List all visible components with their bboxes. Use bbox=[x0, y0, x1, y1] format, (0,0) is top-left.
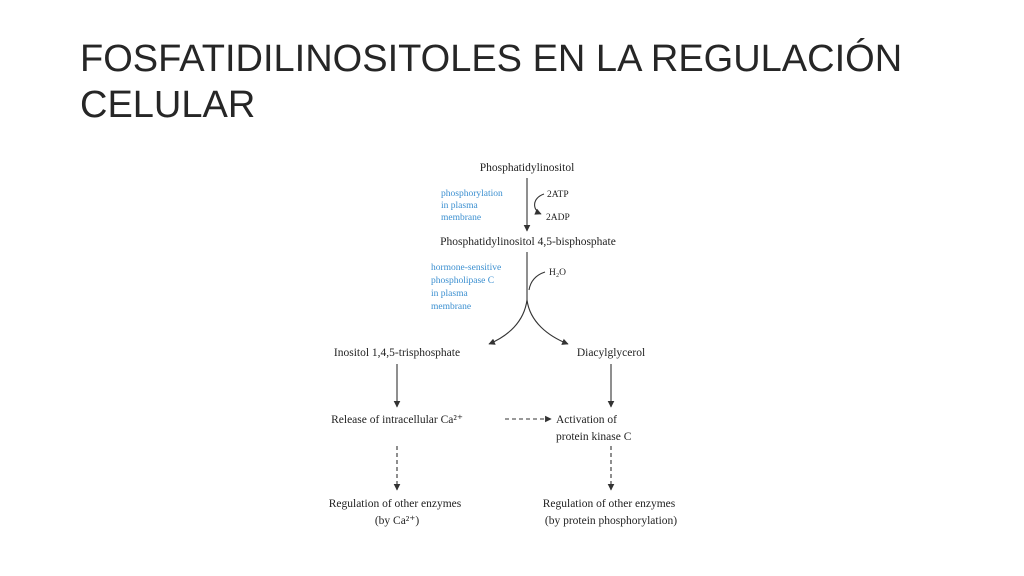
node-inositol-trisphosphate: Inositol 1,4,5-trisphosphate bbox=[334, 347, 460, 359]
node-phosphatidylinositol-bisphosphate: Phosphatidylinositol 4,5-bisphosphate bbox=[440, 236, 616, 248]
arrow-pip2-to-dag bbox=[526, 299, 569, 345]
note-phospholipase-line-2: phospholipase C bbox=[431, 276, 494, 286]
note-phospholipase: hormone-sensitive phospholipase C in pla… bbox=[431, 257, 505, 312]
note-phospholipase-line-3: in plasma bbox=[431, 289, 468, 299]
slide-title: FOSFATIDILINOSITOLES EN LA REGULACIÓN CE… bbox=[80, 36, 980, 128]
node-calcium-release: Release of intracellular Ca²⁺ bbox=[331, 414, 463, 426]
arrow-water-input bbox=[528, 271, 546, 291]
node-regulation-by-calcium: Regulation of other enzymes (by Ca²⁺) bbox=[329, 494, 466, 527]
node-regulation-by-calcium-line-2: (by Ca²⁺) bbox=[375, 515, 419, 527]
node-pkc-activation-line-1: Activation of bbox=[556, 414, 617, 426]
note-phosphorylation: phosphorylation in plasma membrane bbox=[441, 183, 507, 223]
note-phosphorylation-line-2: in plasma bbox=[441, 201, 478, 211]
note-phosphorylation-line-3: membrane bbox=[441, 213, 481, 223]
note-phospholipase-line-4: membrane bbox=[431, 302, 471, 312]
node-phosphatidylinositol: Phosphatidylinositol bbox=[480, 162, 575, 174]
node-regulation-by-calcium-line-1: Regulation of other enzymes bbox=[329, 498, 462, 510]
node-regulation-by-phosphorylation: Regulation of other enzymes (by protein … bbox=[543, 494, 680, 527]
slide-title-line-2: CELULAR bbox=[80, 84, 256, 126]
node-pkc-activation: Activation of protein kinase C bbox=[556, 410, 632, 443]
node-diacylglycerol: Diacylglycerol bbox=[577, 347, 645, 359]
slide-title-line-1: FOSFATIDILINOSITOLES EN LA REGULACIÓN bbox=[80, 38, 903, 80]
node-regulation-by-phosphorylation-line-1: Regulation of other enzymes bbox=[543, 498, 676, 510]
note-phospholipase-line-1: hormone-sensitive bbox=[431, 263, 501, 273]
note-phosphorylation-line-1: phosphorylation bbox=[441, 189, 503, 199]
node-regulation-by-phosphorylation-line-2: (by protein phosphorylation) bbox=[545, 515, 677, 527]
arrow-pip2-to-ip3 bbox=[488, 299, 528, 345]
cofactor-water: H₂O bbox=[549, 268, 566, 278]
cofactor-adp: 2ADP bbox=[546, 213, 570, 223]
cofactor-atp: 2ATP bbox=[547, 190, 569, 200]
node-pkc-activation-line-2: protein kinase C bbox=[556, 431, 632, 443]
arrow-atp-to-adp bbox=[534, 193, 545, 215]
